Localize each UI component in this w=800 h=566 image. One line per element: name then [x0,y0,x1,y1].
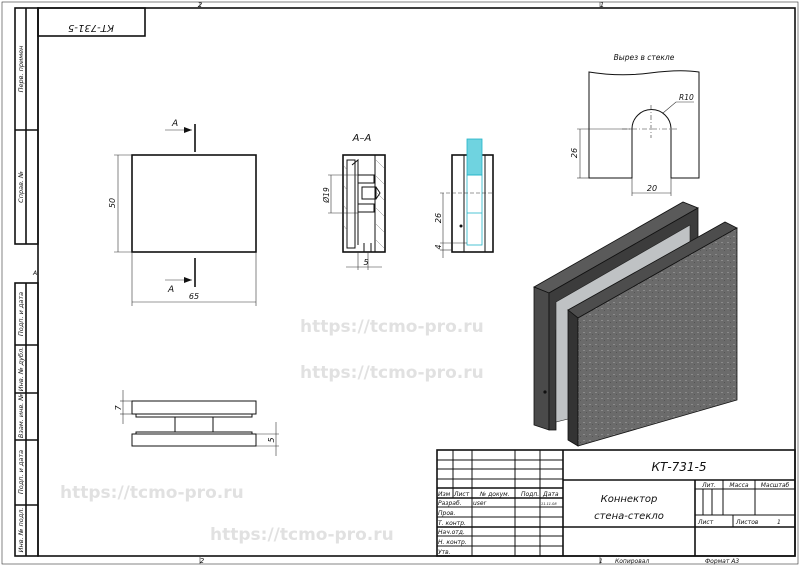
glass-pane [466,138,483,176]
dim-26: 26 [434,213,443,223]
header-doc: № докум. [479,491,510,498]
dim-4: 4 [434,244,443,249]
zone-top-1: 1 [600,1,604,9]
designation: КТ-731-5 [651,460,706,474]
header-date: Дата [542,491,559,498]
side-view: 26 4 [434,138,494,258]
side-strip-label: Инв. № подл. [17,508,25,553]
format-label: Формат А3 [705,558,739,565]
side-strip-label: Справ. № [17,171,25,203]
connector-3d-render [533,201,738,447]
bottom-view: 7 5 [114,390,279,456]
header-sign: Подп. [521,491,539,498]
glass-cutout-view: Вырез в стекле R10 26 20 [570,53,700,196]
developer-name: user [473,500,487,507]
section-a-a: А–А Ø19 5 [322,133,386,270]
side-strip-label: Подп. и дата [17,450,25,494]
part-name-2: стена-стекло [594,511,664,522]
dim-cutout-20: 20 [647,184,657,193]
role-approved: Утв. [438,549,451,556]
developer-date: 11.11.08 [541,502,557,506]
watermark-layer: https://tcmo-pro.ru https://tcmo-pro.ru … [60,317,484,545]
zone-top-2: 2 [198,1,203,9]
side-strip: Перв. примен Справ. № Подп. и дата Инв. … [14,7,39,557]
dim-7: 7 [114,405,123,411]
role-norm-control: Н. контр. [438,539,467,546]
sheets-label: Листов [735,519,759,526]
watermark-text: https://tcmo-pro.ru [210,525,394,545]
dim-d19: Ø19 [322,187,331,204]
dim-bottom-5: 5 [267,437,276,442]
inner-frame [37,7,796,557]
cut-label-top: A [171,119,178,129]
side-strip-label: Перв. примен [17,46,25,93]
top-stamp: КТ-731-5 [37,7,146,37]
sheets-count: 1 [777,519,781,526]
scale-label: Масштаб [761,482,790,489]
dim-cutout-26: 26 [570,148,579,158]
dim-50: 50 [108,198,117,208]
dim-r10: R10 [679,93,694,102]
front-view: 50 65 A A [108,119,257,306]
section-title: А–А [352,133,372,144]
lit-label: Лит. [701,482,716,489]
header-izm: Изм [438,491,451,498]
zone-side-a: A [32,270,37,277]
cut-label-bottom: A [167,285,174,295]
role-developer: Разраб. [438,500,462,507]
stone-face [577,227,738,447]
copied-number: 1 [599,558,603,565]
side-strip-label: Взам. инв. № [17,394,25,438]
dim-65: 65 [189,292,199,301]
side-strip-label: Подп. и дата [17,292,25,336]
watermark-text: https://tcmo-pro.ru [300,363,484,383]
dim-5: 5 [363,258,368,267]
side-strip-label: Инв. № дубл. [17,347,25,391]
watermark-text: https://tcmo-pro.ru [60,483,244,503]
copied-label: Копировал [615,558,649,565]
sheet-label: Лист [697,519,714,526]
title-block: КТ-731-5 Коннектор стена-стекло Изм Лист… [436,449,796,565]
role-checker: Пров. [438,510,456,517]
mass-label: Масса [729,482,748,489]
role-dept-head: Нач.отд. [438,529,465,536]
cutout-title: Вырез в стекле [614,53,675,62]
top-stamp-text: КТ-731-5 [68,22,114,33]
watermark-text: https://tcmo-pro.ru [300,317,484,337]
part-name-1: Коннектор [601,494,658,505]
zone-bottom-2: 2 [200,557,205,565]
header-list: Лист [453,491,470,498]
role-tech-control: Т. контр. [438,520,466,527]
